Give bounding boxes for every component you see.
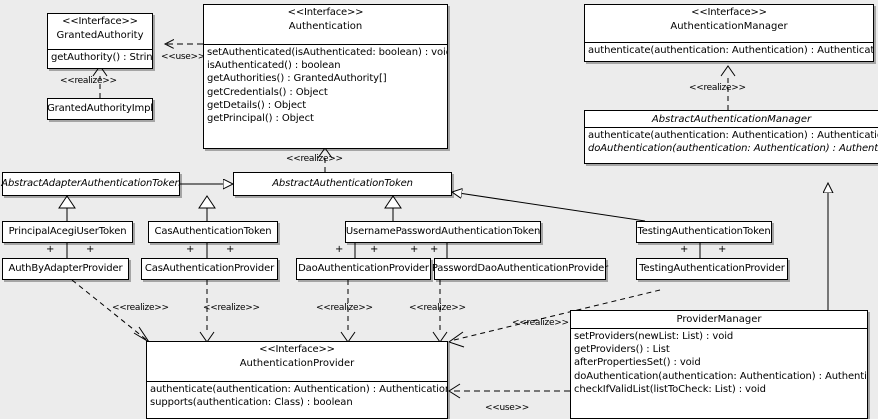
class-box-password-dao-authentication-provider[interactable]: PasswordDaoAuthenticationProvider <box>431 258 609 280</box>
class-box-abstract-authentication-token[interactable]: AbstractAuthenticationToken <box>233 172 452 196</box>
member-doauthentication: doAuthentication(authentication: Authent… <box>574 370 867 382</box>
stereotype-label: <<Interface>> <box>259 344 335 355</box>
class-name-label: PasswordDaoAuthenticationProvider <box>431 263 609 275</box>
class-header-granted-authority: <<Interface>> GrantedAuthority <box>48 14 152 50</box>
member-authenticate: authenticate(authentication: Authenticat… <box>588 45 873 56</box>
edge-label-realize-passworddaoprovider: <<realize>> <box>409 303 466 313</box>
class-box-authentication-manager[interactable]: <<Interface>> AuthenticationManager auth… <box>584 4 874 62</box>
multiplicity-plus: + <box>680 244 689 255</box>
member-getauthority: getAuthority() : String <box>51 52 152 63</box>
class-members-authentication: setAuthenticated(isAuthenticated: boolea… <box>204 45 447 126</box>
class-name-label: AbstractAdapterAuthenticationToken <box>1 178 181 190</box>
class-name-label: GrantedAuthority <box>56 30 144 42</box>
class-name-label: GrantedAuthorityImpl <box>47 103 153 115</box>
member-isauthenticated: isAuthenticated() : boolean <box>207 60 341 72</box>
edge-label-realize-abstractmanager: <<realize>> <box>689 83 746 93</box>
class-box-provider-manager[interactable]: ProviderManager setProviders(newList: Li… <box>570 310 868 419</box>
class-name-label: AbstractAuthenticationToken <box>272 178 413 190</box>
class-box-granted-authority-impl[interactable]: GrantedAuthorityImpl <box>47 98 153 120</box>
class-header-authentication: <<Interface>> Authentication <box>204 5 447 45</box>
class-box-granted-authority[interactable]: <<Interface>> GrantedAuthority getAuthor… <box>47 13 153 69</box>
class-header-provider-manager: ProviderManager <box>571 311 867 329</box>
multiplicity-plus: + <box>46 244 55 255</box>
member-getdetails: getDetails() : Object <box>207 99 307 111</box>
edge-label-realize-testingprovider: <<realize>> <box>512 318 569 328</box>
multiplicity-plus: + <box>430 244 439 255</box>
multiplicity-plus: + <box>186 244 195 255</box>
class-members-provider-manager: setProviders(newList: List) : void getPr… <box>571 329 867 397</box>
class-header-authentication-manager: <<Interface>> AuthenticationManager <box>585 5 873 43</box>
member-authenticate: authenticate(authentication: Authenticat… <box>150 384 447 395</box>
stereotype-label: <<Interface>> <box>287 7 364 18</box>
edge-generalize-testingauthenticationtoken <box>452 192 646 222</box>
member-checkifvalidlist: checkIfValidList(listToCheck: List) : vo… <box>574 383 766 395</box>
class-name-label: AbstractAuthenticationManager <box>651 114 812 125</box>
multiplicity-plus: + <box>226 244 235 255</box>
class-box-principal-acegi-user-token[interactable]: PrincipalAcegiUserToken <box>2 221 133 243</box>
edge-generalize-casauthenticationtoken <box>198 195 216 221</box>
edge-label-realize-authbyadapter: <<realize>> <box>112 303 169 313</box>
member-doauthentication: doAuthentication(authentication: Authent… <box>588 143 878 155</box>
class-box-abstract-authentication-manager[interactable]: AbstractAuthenticationManager authentica… <box>584 110 878 164</box>
class-box-cas-authentication-token[interactable]: CasAuthenticationToken <box>148 221 278 243</box>
class-name-label: CasAuthenticationProvider <box>144 263 275 275</box>
multiplicity-plus: + <box>370 244 379 255</box>
member-setproviders: setProviders(newList: List) : void <box>574 331 734 342</box>
class-box-abstract-adapter-authentication-token[interactable]: AbstractAdapterAuthenticationToken <box>1 172 181 196</box>
class-box-cas-authentication-provider[interactable]: CasAuthenticationProvider <box>141 258 278 280</box>
edge-label-realize-casprovider: <<realize>> <box>203 303 260 313</box>
class-members-authentication-manager: authenticate(authentication: Authenticat… <box>585 43 873 58</box>
member-afterpropertiesset: afterPropertiesSet() : void <box>574 357 701 369</box>
class-name-label: AuthByAdapterProvider <box>8 263 123 275</box>
class-box-authentication[interactable]: <<Interface>> Authentication setAuthenti… <box>203 4 448 149</box>
class-box-testing-authentication-token[interactable]: TestingAuthenticationToken <box>636 221 772 243</box>
edge-label-realize-abstracttoken: <<realize>> <box>286 154 343 164</box>
class-name-label: TestingAuthenticationToken <box>637 226 771 238</box>
member-getauthorities: getAuthorities() : GrantedAuthority[] <box>207 73 387 85</box>
class-members-authentication-provider: authenticate(authentication: Authenticat… <box>147 382 447 410</box>
class-box-username-password-authentication-token[interactable]: UsernamePasswordAuthenticationToken <box>345 221 541 243</box>
member-setauthenticated: setAuthenticated(isAuthenticated: boolea… <box>207 47 447 58</box>
class-name-label: Authentication <box>288 21 363 33</box>
edge-use-providermanager-authenticationprovider <box>448 383 570 399</box>
class-box-authentication-provider[interactable]: <<Interface>> AuthenticationProvider aut… <box>146 341 448 419</box>
class-name-label: TestingAuthenticationProvider <box>639 263 785 275</box>
class-box-testing-authentication-provider[interactable]: TestingAuthenticationProvider <box>636 258 788 280</box>
multiplicity-plus: + <box>335 244 344 255</box>
stereotype-label: <<Interface>> <box>691 7 767 18</box>
edge-label-use-grantedauthority: <<use>> <box>161 52 205 62</box>
edge-generalize-principalacegiusertoken <box>58 195 76 221</box>
member-supports: supports(authentication: Class) : boolea… <box>150 397 353 409</box>
multiplicity-plus: + <box>410 244 419 255</box>
edge-label-use-providermanager: <<use>> <box>485 403 529 413</box>
multiplicity-plus: + <box>718 244 727 255</box>
class-name-label: UsernamePasswordAuthenticationToken <box>345 226 541 238</box>
class-name-label: AuthenticationProvider <box>239 358 355 370</box>
class-name-label: ProviderManager <box>676 314 762 325</box>
member-getprincipal: getPrincipal() : Object <box>207 112 314 124</box>
class-header-abstract-authentication-manager: AbstractAuthenticationManager <box>585 111 878 128</box>
edge-generalize-usernamepasswordtoken <box>384 195 402 221</box>
class-name-label: CasAuthenticationToken <box>154 226 272 238</box>
class-name-label: PrincipalAcegiUserToken <box>8 226 127 238</box>
class-box-dao-authentication-provider[interactable]: DaoAuthenticationProvider <box>296 258 431 280</box>
member-getproviders: getProviders() : List <box>574 344 670 356</box>
multiplicity-plus: + <box>86 244 95 255</box>
class-name-label: DaoAuthenticationProvider <box>298 263 429 275</box>
stereotype-label: <<Interface>> <box>62 16 138 27</box>
class-box-auth-by-adapter-provider[interactable]: AuthByAdapterProvider <box>2 258 129 280</box>
class-members-granted-authority: getAuthority() : String <box>48 50 152 65</box>
edge-label-realize-grantedauthorityimpl: <<realize>> <box>60 76 117 86</box>
class-header-authentication-provider: <<Interface>> AuthenticationProvider <box>147 342 447 382</box>
class-members-abstract-authentication-manager: authenticate(authentication: Authenticat… <box>585 128 878 156</box>
edge-label-realize-daoprovider: <<realize>> <box>316 303 373 313</box>
member-getcredentials: getCredentials() : Object <box>207 86 328 98</box>
class-name-label: AuthenticationManager <box>670 21 788 33</box>
member-authenticate: authenticate(authentication: Authenticat… <box>588 130 878 141</box>
